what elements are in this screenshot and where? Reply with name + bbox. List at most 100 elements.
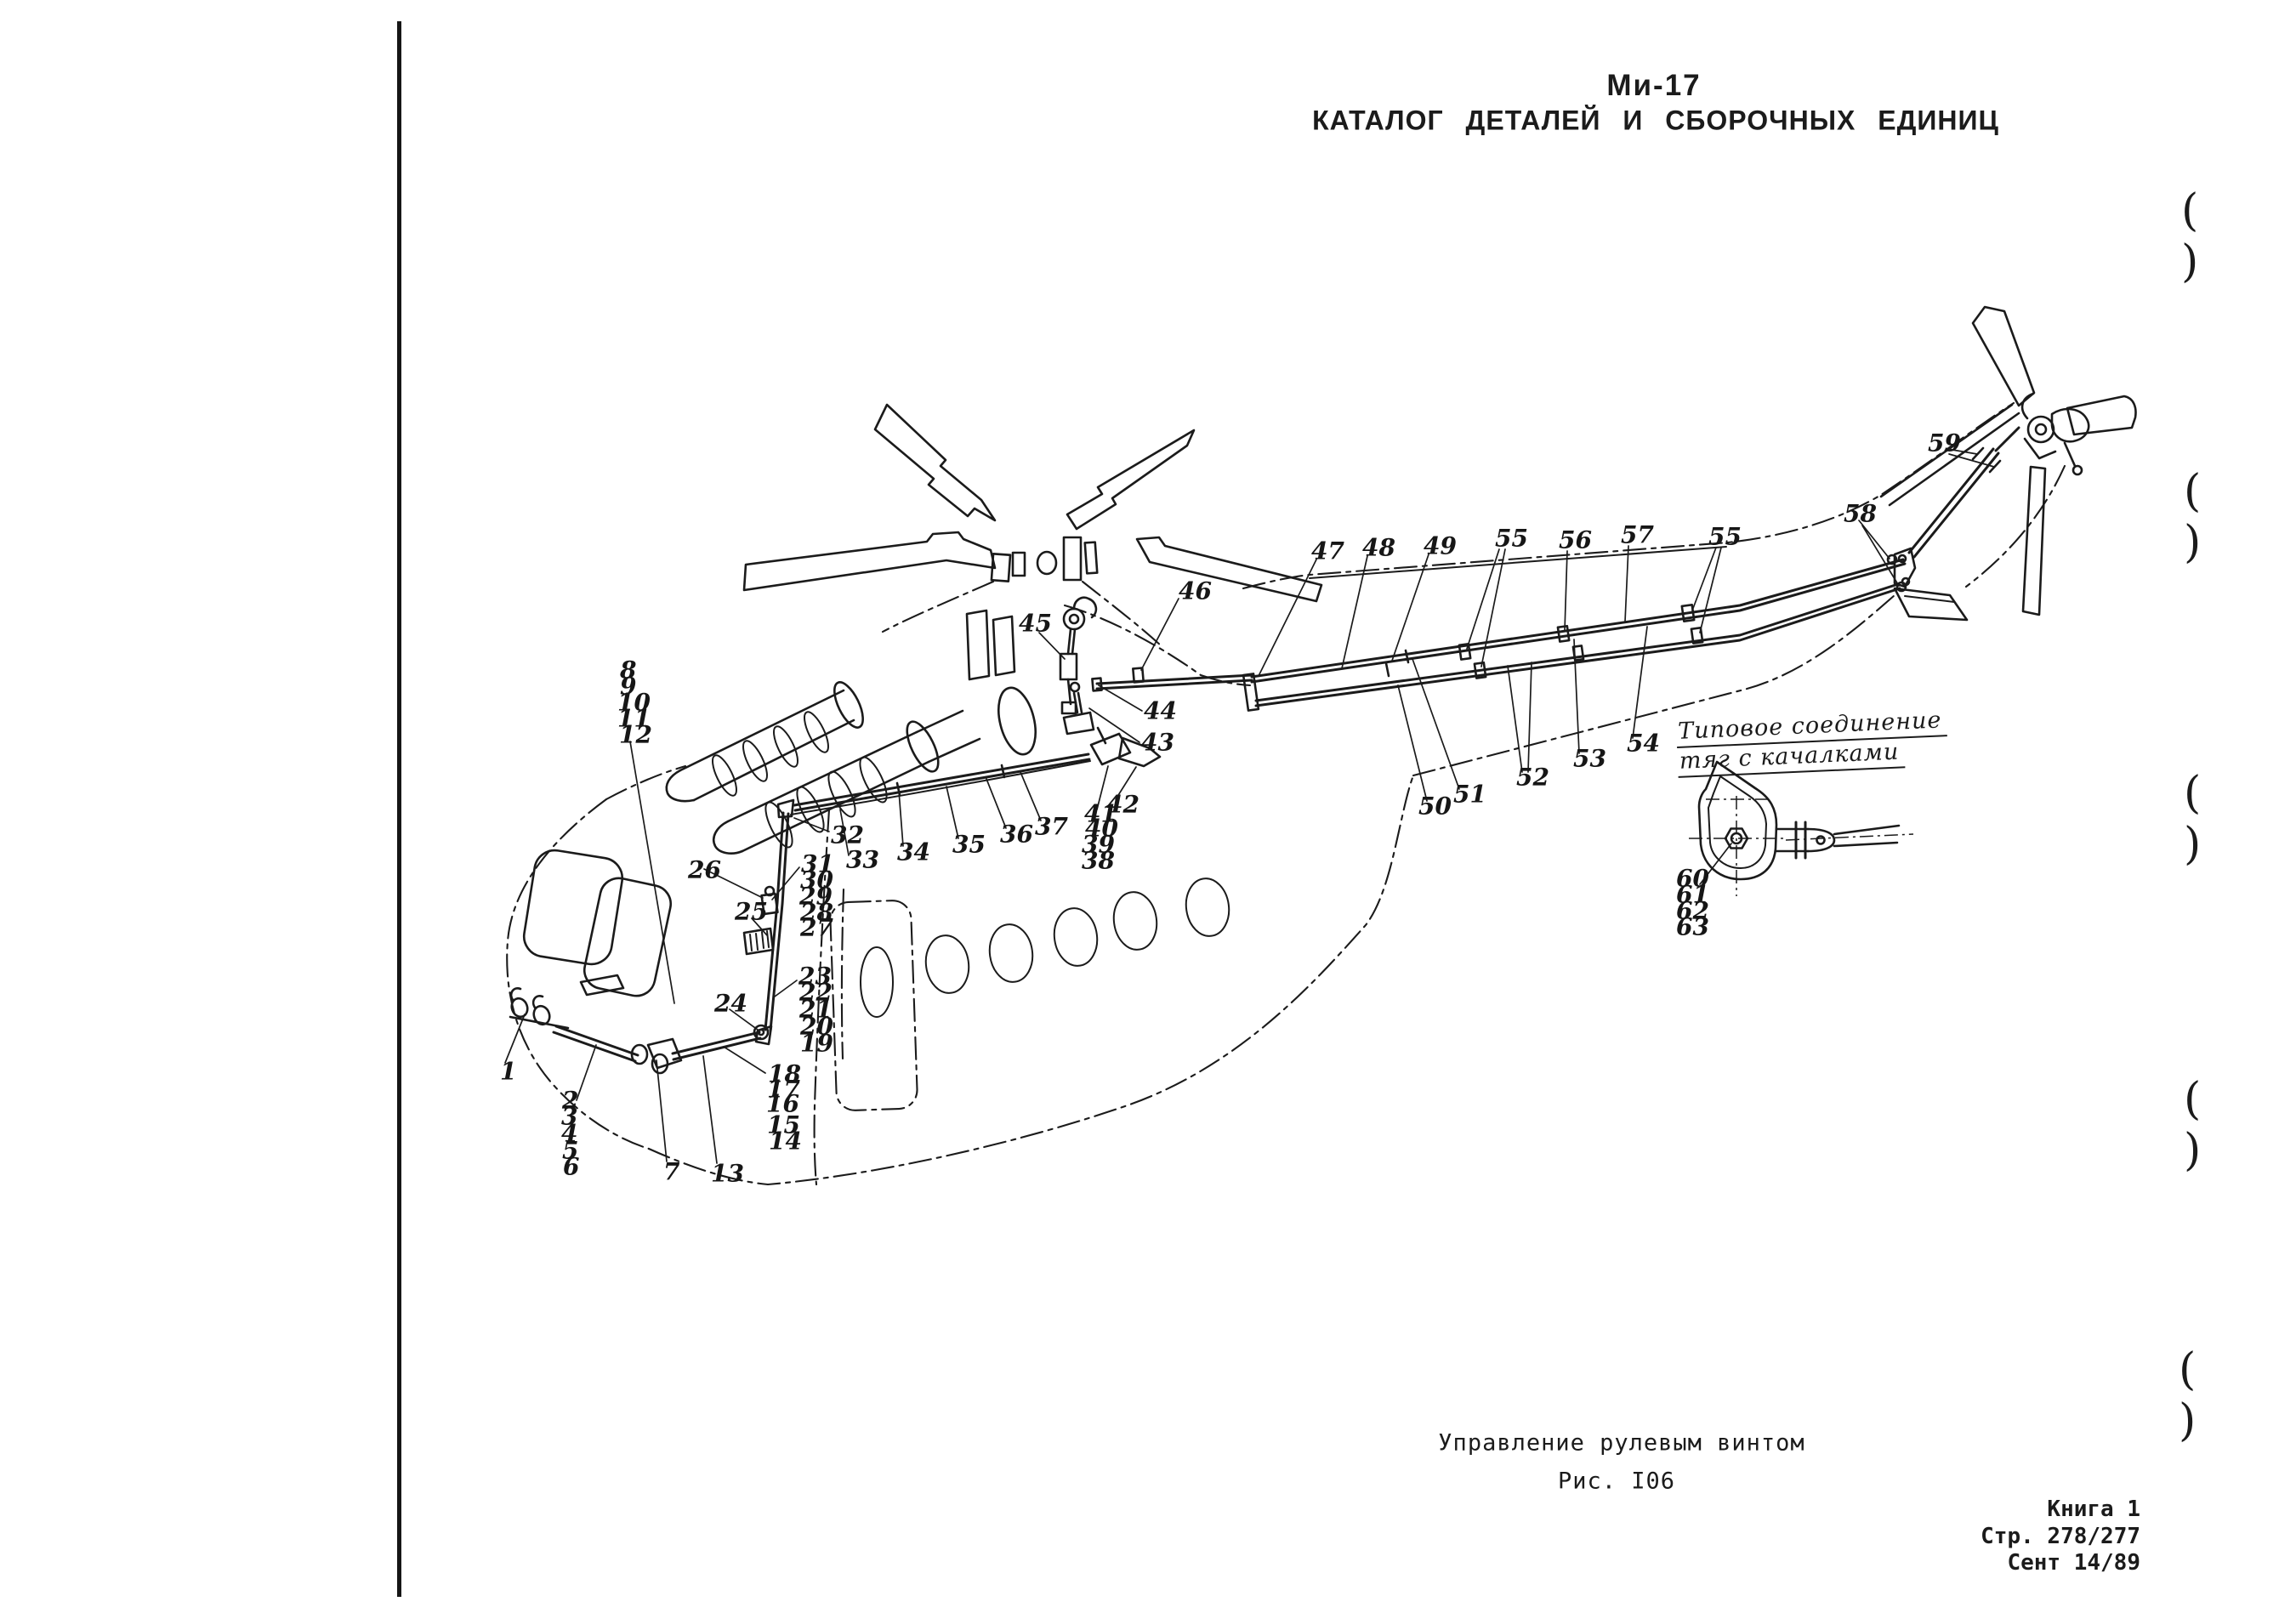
callout-35: 35 — [952, 830, 986, 859]
rod-end-clevis — [1806, 827, 1836, 853]
pedal-rod-2 — [671, 1031, 762, 1061]
callout-25: 25 — [735, 897, 768, 926]
callout-15: 15 — [767, 1110, 800, 1139]
fin-bellcrank — [1893, 547, 1917, 588]
rod-eye-end — [1072, 596, 1098, 619]
footer-book: Книга 1 — [2047, 1497, 2140, 1522]
punch-mark: ( ) — [2179, 1344, 2222, 1446]
page-title-catalog: КАТАЛОГ ДЕТАЛЕЙ И СБОРОЧНЫХ ЕДИНИЦ — [1312, 105, 1999, 136]
callout-2: 2 — [562, 1086, 579, 1115]
tail-rotor — [1893, 305, 2137, 622]
inset-detail-drawing — [1689, 760, 1914, 896]
callout-50: 50 — [1418, 792, 1452, 821]
cockpit-step — [579, 974, 625, 997]
tail-blade-up — [1971, 305, 2036, 407]
callout-27: 27 — [800, 913, 833, 942]
windows — [522, 849, 1230, 1018]
cockpit-window-1 — [522, 849, 624, 966]
callout-7: 7 — [663, 1157, 680, 1186]
callout-48: 48 — [1362, 533, 1395, 562]
callout-4: 4 — [561, 1119, 578, 1148]
callout-12: 12 — [619, 720, 652, 749]
tail-blade-down — [2021, 465, 2047, 616]
punch-mark: ( ) — [2184, 1074, 2227, 1176]
callout-14: 14 — [769, 1127, 802, 1156]
callout-54: 54 — [1627, 729, 1660, 758]
callout-38: 38 — [1082, 846, 1115, 875]
punch-mark: ( ) — [2181, 185, 2225, 287]
callout-39: 39 — [1082, 830, 1115, 859]
inset-title: Типовое соединение тяг с качалками — [1675, 707, 1949, 778]
callout-6: 6 — [563, 1152, 580, 1181]
callout-1: 1 — [500, 1057, 517, 1086]
main-rotor — [742, 403, 1323, 603]
rotor-blade-right — [1135, 536, 1323, 603]
rotor-blade-upright — [1066, 429, 1196, 531]
fuselage-outline — [506, 401, 2066, 1186]
callout-11: 11 — [617, 704, 651, 733]
callout-63: 63 — [1676, 912, 1709, 941]
callout-49: 49 — [1424, 531, 1457, 560]
callout-42: 42 — [1106, 790, 1139, 819]
roof-control-run — [793, 596, 1253, 812]
callout-32: 32 — [831, 821, 864, 849]
door-window — [860, 946, 894, 1018]
callout-31: 31 — [801, 849, 834, 878]
callout-53: 53 — [1573, 744, 1606, 773]
callout-43: 43 — [1141, 728, 1174, 757]
callout-leader-lines — [504, 448, 1995, 1164]
pedal-rod-1 — [552, 1025, 639, 1063]
gearbox-housing — [997, 686, 1037, 756]
punch-mark: ( ) — [2184, 466, 2227, 568]
callout-10: 10 — [617, 688, 651, 717]
callout-5: 5 — [562, 1136, 579, 1165]
figure-number: Рис. I06 — [1557, 1468, 1676, 1495]
stabilizer — [1893, 587, 1969, 622]
callout-59: 59 — [1928, 429, 1961, 457]
callout-21: 21 — [799, 995, 833, 1024]
footer-page: Стр. 278/277 — [1981, 1524, 2140, 1549]
callout-28: 28 — [800, 898, 833, 927]
vertical-rod — [764, 811, 790, 1032]
callout-20: 20 — [800, 1012, 833, 1041]
callout-18: 18 — [768, 1059, 801, 1088]
pedal-controls — [509, 798, 795, 1075]
footer-date: Сент 14/89 — [2007, 1550, 2140, 1576]
binding-edge-line — [397, 21, 401, 1597]
tailboom-control-run — [1242, 403, 2020, 712]
callout-22: 22 — [799, 978, 833, 1007]
page-title-model: Ми-17 — [1606, 69, 1702, 102]
callout-47: 47 — [1311, 537, 1344, 565]
roof-rod — [793, 753, 1091, 812]
rotor-blade-left — [742, 531, 997, 592]
callout-41: 41 — [1084, 799, 1117, 828]
callout-34: 34 — [897, 838, 930, 866]
callout-58: 58 — [1844, 499, 1877, 528]
callout-36: 36 — [1000, 820, 1033, 849]
cargo-door — [829, 900, 918, 1111]
cockpit-window-2 — [583, 877, 673, 997]
rod-fairlead-wedge — [1117, 736, 1162, 768]
callout-37: 37 — [1035, 812, 1068, 841]
callout-3: 3 — [561, 1102, 578, 1131]
figure-caption: Управление рулевым винтом — [1438, 1429, 1805, 1457]
callout-55: 55 — [1495, 524, 1528, 553]
callout-56: 56 — [1559, 525, 1592, 554]
lower-boom-rod — [1254, 582, 1901, 707]
callout-33: 33 — [846, 845, 879, 874]
callout-57: 57 — [1621, 520, 1654, 549]
callout-45: 45 — [1019, 609, 1052, 638]
callout-16: 16 — [766, 1089, 799, 1118]
callout-9: 9 — [620, 672, 637, 701]
callout-51: 51 — [1453, 780, 1486, 809]
callout-52: 52 — [1516, 763, 1549, 792]
bellcrank-bracket — [1697, 760, 1778, 881]
fin-rod — [1907, 426, 2020, 559]
callout-55: 55 — [1708, 522, 1742, 551]
callout-40: 40 — [1085, 814, 1118, 843]
callout-60: 60 — [1676, 864, 1709, 893]
callout-19: 19 — [800, 1029, 833, 1058]
callout-26: 26 — [688, 855, 721, 884]
